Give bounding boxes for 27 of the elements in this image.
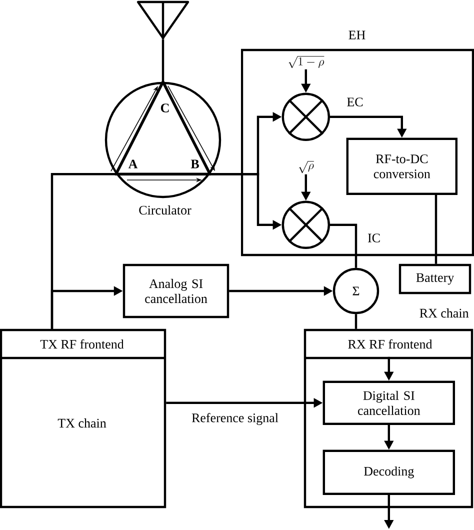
process-box: Digital SI cancellation (322, 380, 455, 425)
block-heading: RX RF frontend (348, 339, 432, 349)
process-box: Decoding (322, 450, 455, 495)
process-box: RF-to-DC conversion (346, 138, 458, 195)
gain-label: $\sqrt{\rho}$ (298, 161, 314, 174)
connector-line (162, 39, 164, 82)
port-letter: B (190, 160, 199, 168)
gain-label: $\sqrt{1-\rho}$ (288, 56, 324, 68)
edge-label: IC (366, 232, 382, 244)
summing-junction: Σ (332, 268, 380, 314)
connector-line (354, 314, 358, 329)
connector-line (330, 224, 358, 268)
mixer-symbol (282, 200, 330, 249)
process-box: Analog SI cancellation (122, 264, 230, 318)
block-heading: RX chain (420, 308, 469, 318)
block-heading: TX RF frontend (40, 339, 124, 349)
connector-line (434, 195, 438, 264)
process-box: Battery (398, 264, 472, 294)
block-heading: EH (348, 30, 366, 40)
port-letter: C (160, 104, 169, 112)
edge-label: Reference signal (190, 412, 280, 426)
component-caption: Circulator (139, 205, 192, 215)
antenna-symbol (136, 0, 190, 40)
block-heading: TX chain (58, 418, 106, 428)
edge-label: EC (346, 96, 364, 108)
port-letter: A (128, 160, 138, 168)
mixer-symbol (282, 92, 330, 141)
